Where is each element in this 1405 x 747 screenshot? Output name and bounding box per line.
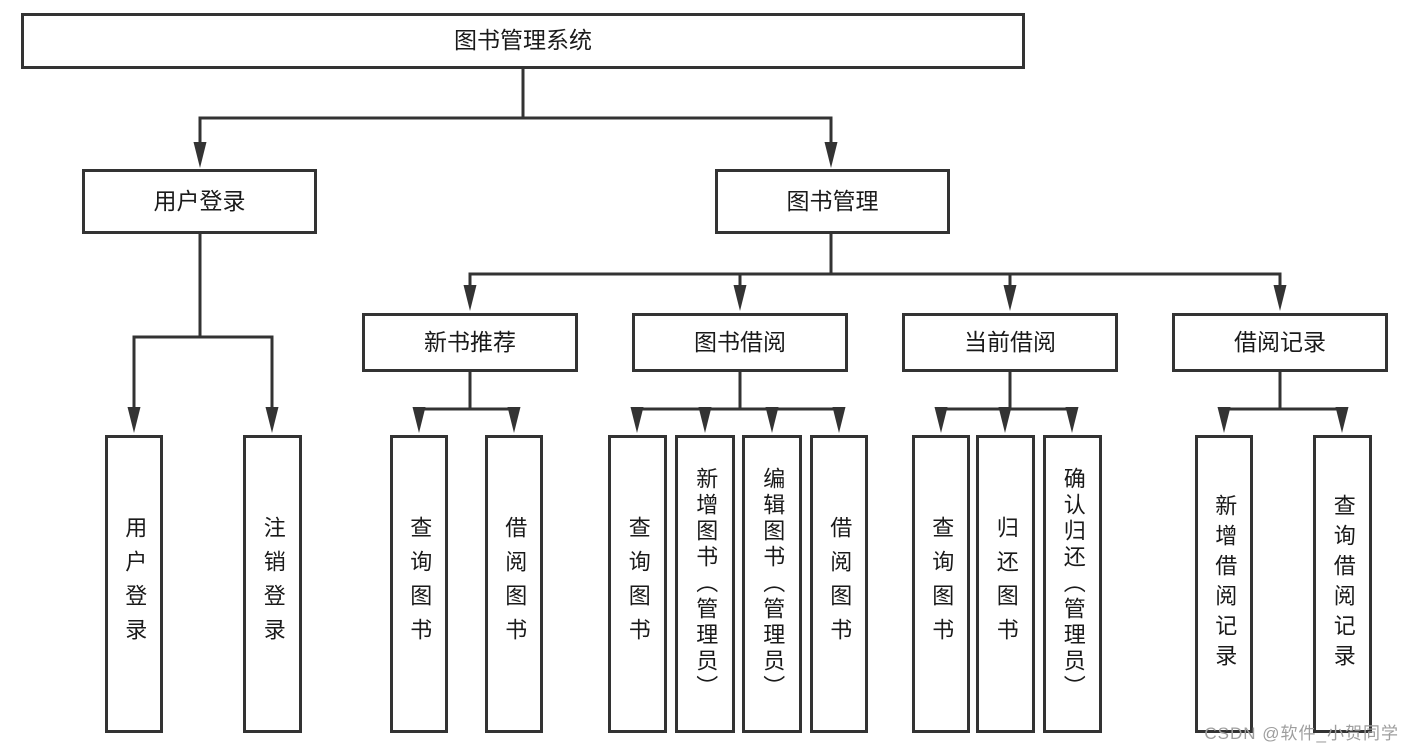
leaf-return-books: 归还图书 — [976, 435, 1035, 733]
leaf-add-borrow-record: 新增借阅记录 — [1195, 435, 1253, 733]
node-library-management-system: 图书管理系统 — [21, 13, 1025, 69]
leaf-borrow-books: 借阅图书 — [810, 435, 868, 733]
leaf-user-login: 用户登录 — [105, 435, 163, 733]
node-label: 用户登录 — [153, 187, 246, 214]
leaf-query-books-current: 查询图书 — [912, 435, 970, 733]
node-label: 新增图书（管理员） — [693, 467, 719, 701]
node-label: 归还图书 — [993, 516, 1019, 652]
node-label: 查询图书 — [625, 516, 651, 652]
node-label: 借阅图书 — [827, 516, 853, 652]
leaf-logout: 注销登录 — [243, 435, 302, 733]
node-borrowing-records: 借阅记录 — [1172, 313, 1388, 372]
node-user-login: 用户登录 — [82, 169, 317, 234]
leaf-edit-books-admin: 编辑图书（管理员） — [742, 435, 802, 733]
leaf-query-books-recommend: 查询图书 — [390, 435, 448, 733]
node-label: 当前借阅 — [964, 328, 1056, 355]
node-label: 编辑图书（管理员） — [760, 467, 786, 701]
node-label: 新书推荐 — [424, 328, 516, 355]
node-label: 图书管理系统 — [454, 27, 592, 54]
node-label: 新增借阅记录 — [1212, 494, 1238, 674]
node-label: 查询图书 — [407, 516, 433, 652]
node-new-book-recommendation: 新书推荐 — [362, 313, 578, 372]
node-label: 确认归还（管理员） — [1060, 467, 1086, 701]
leaf-query-books-borrow: 查询图书 — [608, 435, 667, 733]
node-label: 查询借阅记录 — [1330, 494, 1356, 674]
node-label: 图书管理 — [786, 187, 879, 214]
node-book-management: 图书管理 — [715, 169, 950, 234]
node-label: 图书借阅 — [694, 328, 786, 355]
leaf-borrow-books-recommend: 借阅图书 — [485, 435, 543, 733]
node-label: 借阅记录 — [1234, 328, 1326, 355]
node-book-borrowing: 图书借阅 — [632, 313, 848, 372]
node-label: 借阅图书 — [502, 516, 528, 652]
csdn-watermark: CSDN @软件_小贺同学 — [1204, 724, 1399, 743]
leaf-add-books-admin: 新增图书（管理员） — [675, 435, 735, 733]
node-label: 用户登录 — [122, 516, 148, 652]
leaf-query-borrow-record: 查询借阅记录 — [1313, 435, 1372, 733]
node-current-borrowing: 当前借阅 — [902, 313, 1118, 372]
node-label: 注销登录 — [260, 516, 286, 652]
leaf-confirm-return-admin: 确认归还（管理员） — [1043, 435, 1102, 733]
node-label: 查询图书 — [929, 516, 955, 652]
